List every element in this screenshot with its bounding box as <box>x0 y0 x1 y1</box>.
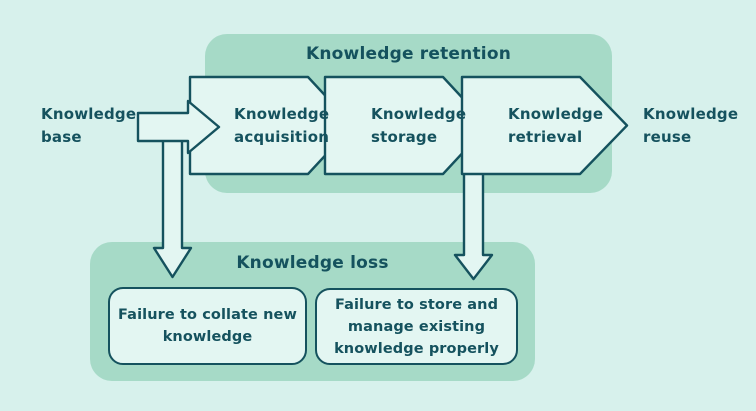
retention-title: Knowledge retention <box>305 44 511 64</box>
down-arrow-icon <box>154 133 191 277</box>
step-line: retrieval <box>508 127 583 146</box>
cause-line: Failure to collate new <box>118 307 297 323</box>
cause-line: knowledge properly <box>334 340 499 357</box>
cause-line: manage existing <box>347 318 486 335</box>
step-knowledge-retrieval: Knowledge retrieval <box>508 77 638 174</box>
knowledge-reuse-label: Knowledge reuse <box>643 103 738 149</box>
label-line: Knowledge <box>643 105 739 123</box>
loss-title: Knowledge loss <box>236 253 389 273</box>
cause-box-collate: Failure to collate new knowledge <box>108 287 307 365</box>
down-arrow-icon <box>455 168 492 279</box>
step-line: acquisition <box>234 127 330 146</box>
right-arrow-icon <box>138 101 219 153</box>
step-line: storage <box>371 127 438 146</box>
step-line: Knowledge <box>371 104 467 123</box>
step-knowledge-storage: Knowledge storage <box>371 77 501 174</box>
step-line: Knowledge <box>508 104 604 123</box>
label-line: base <box>41 128 82 146</box>
cause-box-store: Failure to store and manage existing kno… <box>315 288 518 365</box>
cause-line: knowledge <box>162 329 253 345</box>
knowledge-base-label: Knowledge base <box>41 103 136 149</box>
step-knowledge-acquisition: Knowledge acquisition <box>234 77 364 174</box>
cause-line: Failure to store and <box>334 296 499 313</box>
label-line: reuse <box>643 128 692 146</box>
label-line: Knowledge <box>41 105 137 123</box>
chevron-knowledge-retrieval <box>462 77 627 174</box>
step-line: Knowledge <box>234 104 330 123</box>
